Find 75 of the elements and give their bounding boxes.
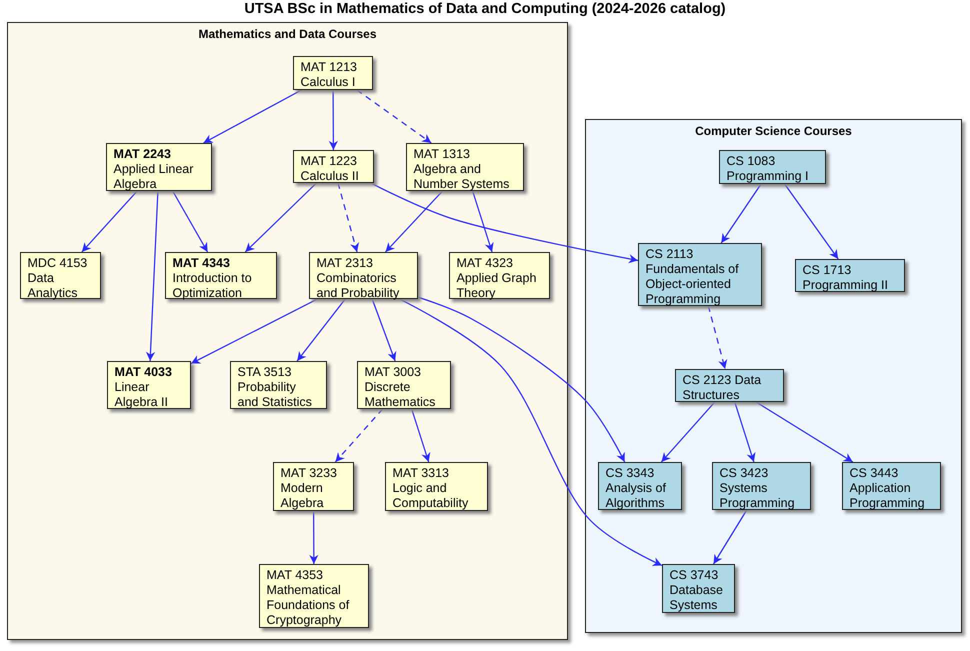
course-box <box>712 462 810 510</box>
course-box <box>308 252 418 298</box>
arrow <box>203 89 302 144</box>
course-box <box>258 564 368 628</box>
course-box <box>106 360 190 408</box>
course-label: CS 3443 Application Programming <box>850 466 926 510</box>
course-box <box>164 252 276 298</box>
course-box <box>674 368 784 402</box>
arrow <box>370 182 638 264</box>
course-box <box>794 258 904 292</box>
course-label: CS 1083 Programming I <box>726 154 810 184</box>
course-box <box>20 252 100 298</box>
arrow <box>309 511 318 564</box>
course-label: CS 2123 Data Structures <box>682 372 762 402</box>
course-label: MAT 4343 Introduction to Optimization <box>172 256 253 300</box>
arrow <box>713 510 748 564</box>
arrow <box>418 296 626 462</box>
course-box <box>406 142 524 190</box>
course-label: MAT 1313 Algebra and Number Systems <box>414 146 510 192</box>
course-label: MAT 2313 Combinatorics and Probability <box>316 256 400 300</box>
course-label: CS 3423 Systems Programming <box>720 466 796 510</box>
arrow <box>708 306 728 370</box>
arrow <box>356 90 432 144</box>
arrow <box>190 298 318 364</box>
course-box <box>662 564 734 612</box>
course-box <box>638 242 762 306</box>
arrow <box>734 402 756 462</box>
course-box <box>106 142 212 190</box>
course-label: MDC 4153 Data Analytics <box>28 256 88 300</box>
course-box <box>292 150 374 182</box>
course-box <box>230 360 326 408</box>
group-panel <box>585 119 962 633</box>
arrow <box>337 182 360 252</box>
course-box <box>842 462 940 510</box>
course-box <box>448 252 550 298</box>
course-label: CS 2113 Fundamentals of Object-oriented Programming <box>646 246 740 306</box>
arrow <box>784 184 839 260</box>
course-label: MAT 3313 Logic and Computability <box>392 466 470 510</box>
course-box <box>384 462 488 510</box>
course-box <box>598 462 682 510</box>
arrow <box>372 298 396 362</box>
course-label: MAT 4353 Mathematical Foundations of Cryptography <box>266 568 350 628</box>
arrow <box>328 90 338 150</box>
arrow <box>720 184 762 244</box>
arrow <box>244 182 317 252</box>
course-label: MAT 1223 Calculus II <box>300 154 360 184</box>
course-label: MAT 3003 Discrete Mathematics <box>364 364 436 410</box>
arrow <box>399 298 662 566</box>
diagram-title: UTSA BSc in Mathematics of Data and Computing (2024-2026 catalog) <box>243 1 727 17</box>
course-box <box>272 462 354 510</box>
arrow <box>660 402 716 462</box>
course-label: CS 3343 Analysis of Algorithms <box>606 466 667 510</box>
course-label: CS 1713 Programming II <box>802 262 889 292</box>
group-title: Computer Science Courses <box>694 124 853 138</box>
course-label: MAT 1213 Calculus I <box>300 60 358 90</box>
course-label: MAT 4323 Applied Graph Theory <box>456 256 538 300</box>
arrow <box>81 190 138 252</box>
arrow <box>334 408 384 462</box>
arrow <box>172 190 208 252</box>
arrow <box>756 401 854 463</box>
course-label: STA 3513 Probability and Statistics <box>238 364 313 410</box>
course-box <box>718 150 826 184</box>
course-label: MAT 3233 Modern Algebra <box>280 466 338 510</box>
arrow <box>385 190 443 252</box>
course-box <box>356 360 450 408</box>
arrow <box>296 298 346 362</box>
course-box <box>292 56 372 90</box>
group-panel <box>7 22 568 640</box>
arrow <box>472 190 494 252</box>
group-title: Mathematics and Data Courses <box>197 27 378 41</box>
course-label: CS 3743 Database Systems <box>670 568 724 612</box>
arrow <box>411 408 430 462</box>
course-label: MAT 2243 Applied Linear Algebra <box>114 146 194 192</box>
arrow <box>146 190 158 362</box>
course-label: MAT 4033 Linear Algebra II <box>114 364 173 410</box>
